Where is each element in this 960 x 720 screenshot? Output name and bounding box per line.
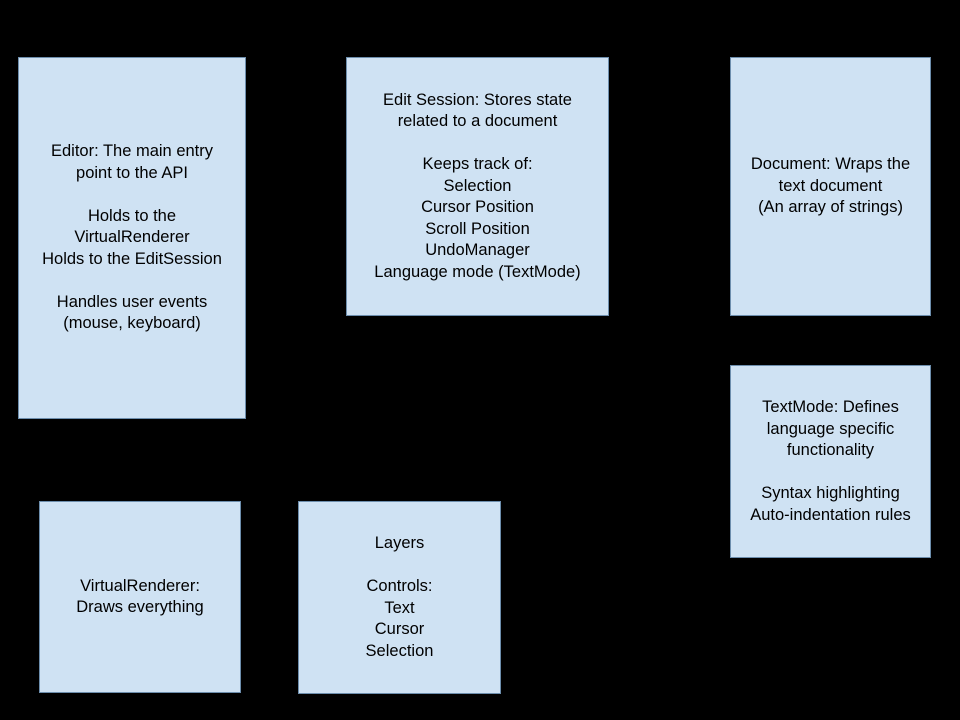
box-text-line: Document: Wraps the	[750, 155, 911, 174]
box-text-line: VirtualRenderer	[74, 228, 190, 247]
box-text-line: text document	[778, 176, 883, 195]
box-text-line: Syntax highlighting	[761, 484, 900, 502]
box-text-line: language specific	[766, 419, 895, 438]
box-text-line: TextMode: Defines	[762, 398, 899, 416]
box-text-line	[25, 184, 239, 206]
box-text-line	[353, 133, 602, 155]
box-text-line: UndoManager	[425, 241, 530, 260]
editor-box: Editor: The main entry point to the API H…	[18, 57, 246, 419]
box-text-line: Cursor Position	[421, 198, 534, 217]
box-text-line: (An array of strings)	[758, 198, 903, 217]
textmode-box: TextMode: Defines language specific functi…	[730, 365, 931, 558]
box-text-line	[25, 270, 239, 292]
box-text-line: Edit Session: Stores state	[383, 90, 572, 109]
box-text-line: Holds to the	[87, 206, 177, 225]
box-text-line: Editor: The main entry	[50, 142, 214, 161]
box-text-line: related to a document	[397, 112, 558, 131]
box-text-line: functionality	[786, 441, 875, 459]
box-text-line: point to the API	[76, 163, 188, 182]
box-text-line: Language mode (TextMode)	[374, 262, 581, 281]
box-text-line: Holds to the EditSession	[42, 249, 222, 268]
box-text-line: Selection	[443, 176, 512, 195]
box-text-line: (mouse, keyboard)	[63, 314, 201, 333]
box-text-line	[737, 462, 924, 484]
box-text-line: Keeps track of:	[422, 155, 533, 174]
box-text-line: Draws everything	[76, 598, 204, 616]
edit-session-box: Edit Session: Stores state related to a d…	[346, 57, 609, 316]
box-text-line: Cursor	[374, 620, 425, 638]
box-text-line	[305, 555, 494, 577]
box-text-line: Scroll Position	[425, 219, 530, 238]
box-text-line: Controls:	[366, 577, 433, 595]
box-text-line: Auto-indentation rules	[750, 505, 911, 524]
box-text-line: Layers	[374, 534, 425, 552]
box-text-line: VirtualRenderer:	[80, 576, 200, 595]
box-text-line: Handles user events	[56, 292, 208, 311]
virtual-renderer-box: VirtualRenderer: Draws everything	[39, 501, 241, 693]
box-text-line: Selection	[365, 641, 434, 660]
document-box: Document: Wraps the text document (An arra…	[730, 57, 931, 316]
box-text-line: Text	[384, 598, 415, 617]
